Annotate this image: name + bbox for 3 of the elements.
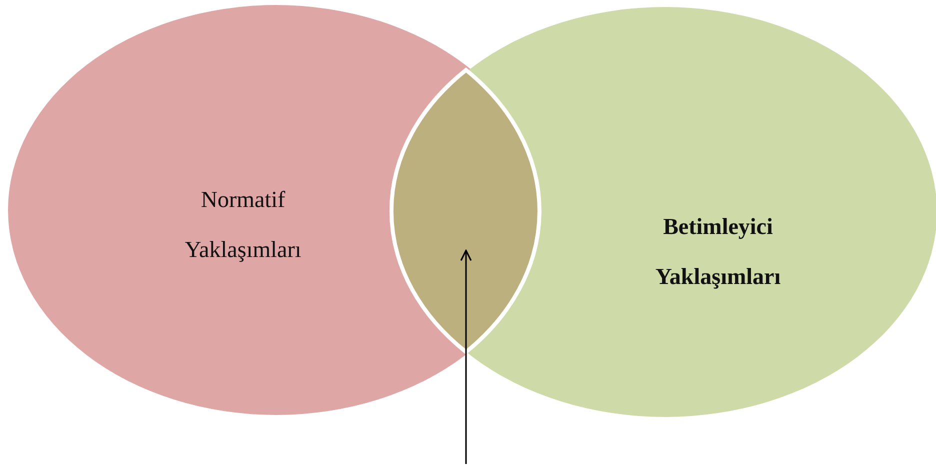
ellipse-label: Betimleyici Yaklaşımları bbox=[654, 213, 782, 291]
arrow bbox=[460, 250, 472, 464]
ellipse-label: Normatif Yaklaşımları bbox=[184, 186, 302, 264]
